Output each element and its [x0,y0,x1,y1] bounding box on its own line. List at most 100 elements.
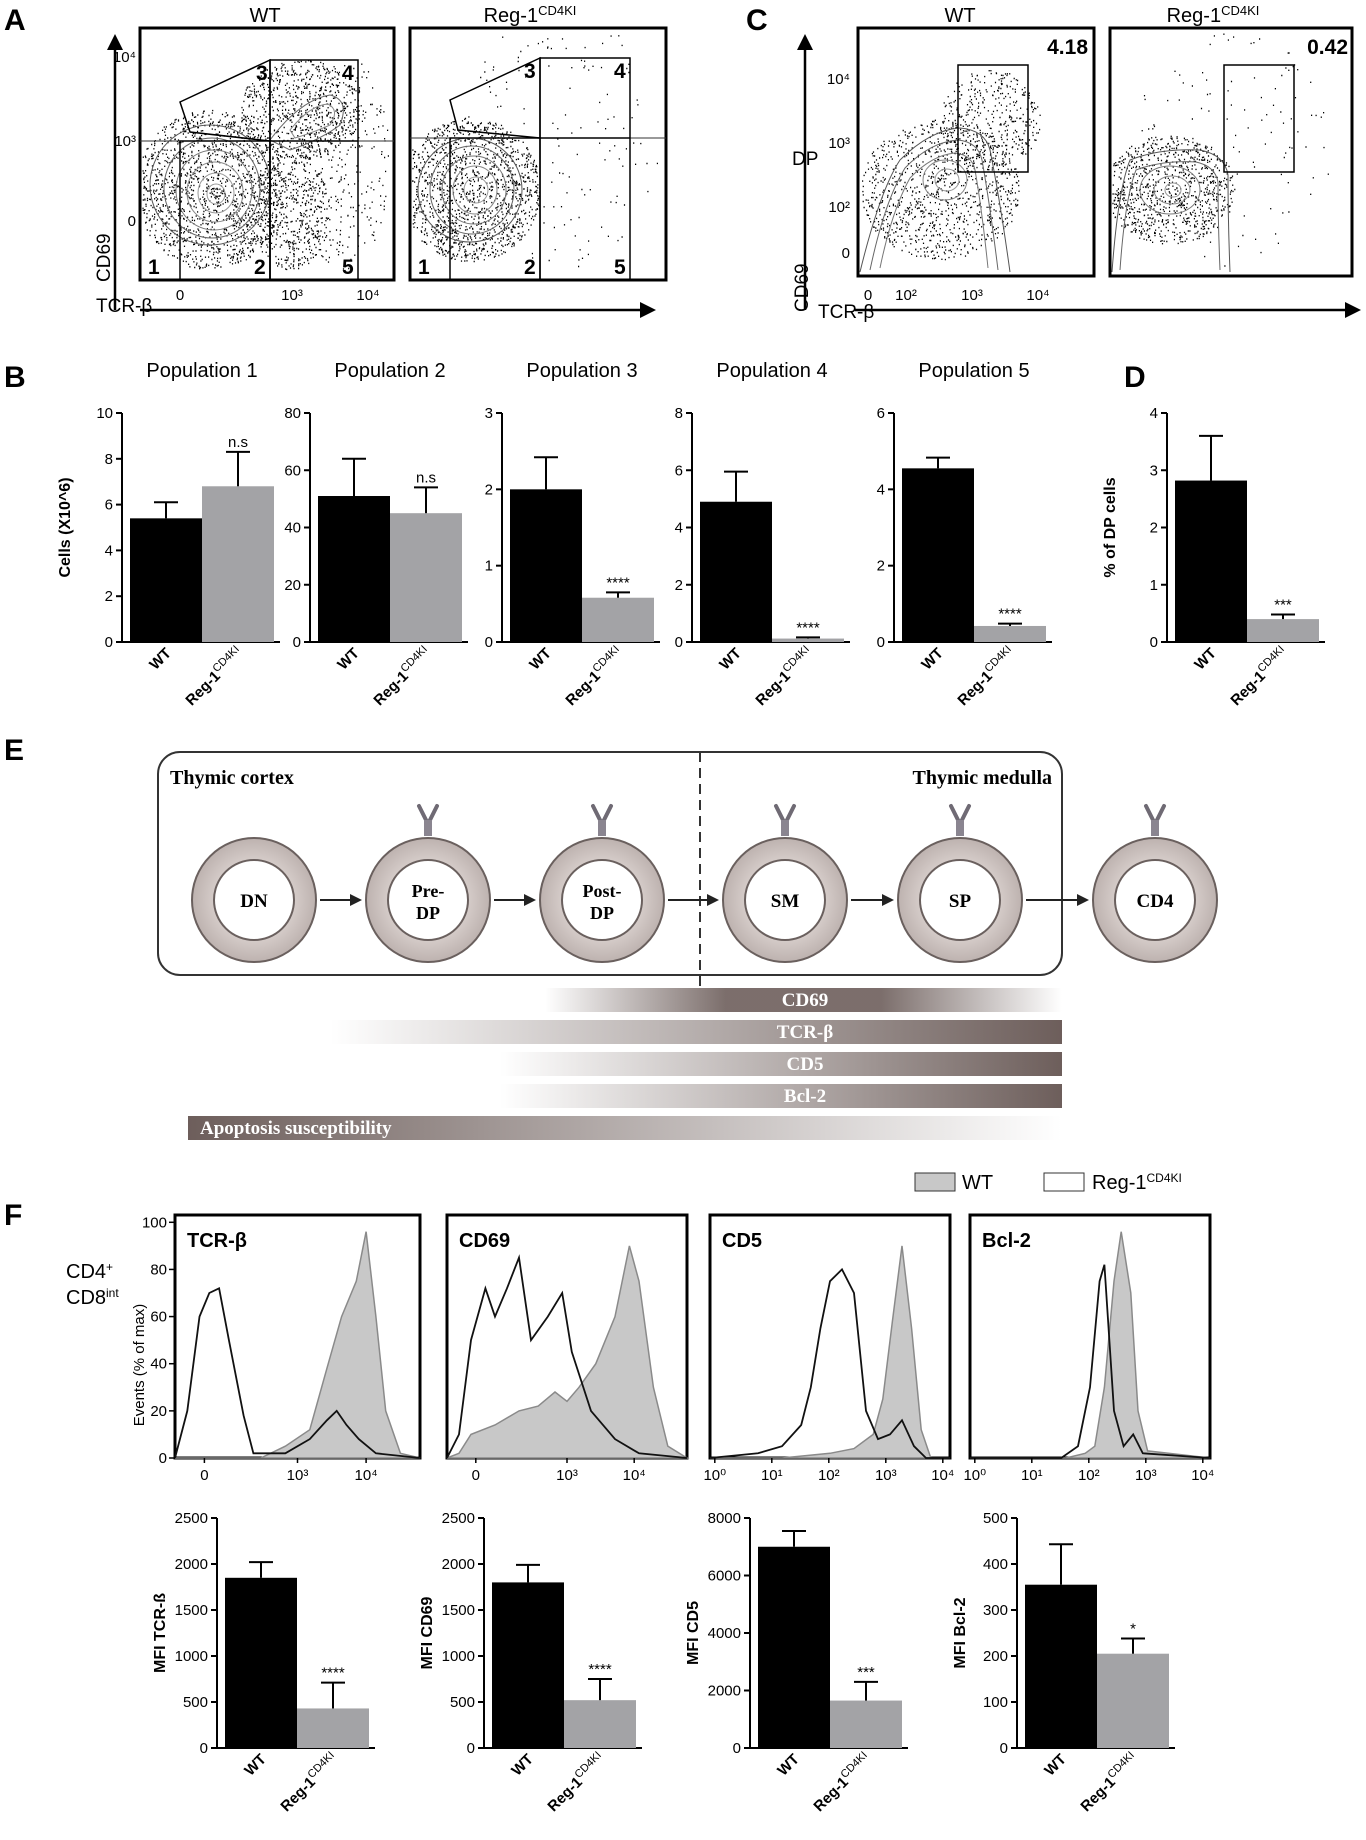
y-tick-label: 4000 [708,1625,741,1642]
histogram-xtick: 0 [200,1467,208,1484]
flow-c-xtick: 10³ [961,287,983,304]
category-label-wt: WT [526,645,555,674]
y-tick-label: 1 [485,558,493,575]
flow-c-gate-label: DP [792,149,818,170]
histogram-ytick: 40 [150,1356,167,1373]
category-label-ko: Reg-1CD4KI [751,643,817,709]
bar [564,1700,636,1748]
tcr-receptor-icon [774,804,796,838]
y-tick-label: 6 [877,405,885,422]
y-tick-label: 2500 [442,1510,475,1527]
significance-label: **** [796,619,820,636]
histogram-title: CD5 [722,1230,762,1252]
cell-label: DP [590,903,614,923]
category-label-wt: WT [146,645,175,674]
flow-c-ylabel: CD69 [792,263,813,312]
histogram-wt-fill [970,1231,1211,1459]
y-tick-label: 0 [1150,634,1158,651]
bar [582,597,654,642]
bar [902,468,974,642]
bar [510,489,582,642]
category-label-ko: Reg-1CD4KI [809,1749,875,1815]
y-tick-label: 2 [485,481,493,498]
bar [202,486,274,642]
flow-a-ko-gate-3 [449,56,541,139]
flow-c-ko-title: Reg-1CD4KI [1167,3,1260,27]
cell-nucleus [744,859,826,941]
y-tick-label: 0 [485,634,493,651]
panel-letter-e: E [4,734,24,767]
histogram-xtick: 10³ [875,1467,897,1484]
y-tick-label: 40 [284,520,301,537]
panel-letter-b: B [4,361,26,394]
flow-a-ko-density [412,35,658,268]
histogram-title: TCR-β [187,1230,247,1252]
y-tick-label: 0 [200,1740,208,1757]
y-tick-label: 0 [105,634,113,651]
bar [225,1577,297,1748]
marker-label: CD69 [782,990,828,1011]
significance-label: **** [998,606,1022,623]
histogram-ko-line [446,1254,688,1459]
y-tick-label: 4 [675,520,683,537]
bar [1175,480,1247,642]
category-label-ko: Reg-1CD4KI [181,643,247,709]
flow-c-wt-percent: 4.18 [1047,36,1088,59]
histogram-xtick: 10¹ [761,1467,783,1484]
y-axis-label: MFI CD69 [419,1596,436,1669]
row-label-cd4: CD4+ [66,1260,113,1283]
flow-a-wt-gate-5: 5 [342,256,354,279]
flow-a-ylabel: CD69 [94,233,115,282]
thymocyte-cell: DN [191,837,362,963]
flow-a-wt-gate-3 [179,58,271,142]
flow-c-ytick: 10⁴ [827,71,850,88]
bar [1025,1584,1097,1748]
flow-c-wt-title: WT [944,5,975,27]
panel-a: WT Reg-1CD4KI 1 2 3 4 5 [94,3,668,318]
histogram-xtick: 10⁴ [1191,1467,1214,1484]
y-tick-label: 8 [105,451,113,468]
histogram-wt-fill [175,1231,421,1459]
cell-nucleus [561,859,643,941]
bar-chart-title: Population 4 [716,360,827,382]
y-tick-label: 2 [1150,520,1158,537]
flow-c-ytick: 0 [842,245,850,262]
flow-a-wt-title: WT [249,5,280,27]
y-tick-label: 4 [877,481,885,498]
tcr-receptor-icon [1144,804,1166,838]
flow-a-ko-gate-4: 4 [614,60,626,83]
y-tick-label: 8 [675,405,683,422]
histogram-xtick: 10³ [1135,1467,1157,1484]
hist-ylabel: Events (% of max) [131,1304,148,1427]
histogram-xtick: 10² [1078,1467,1100,1484]
scatter-events [412,35,658,268]
histogram-ko-line [174,1286,421,1459]
flow-a-ko-gate-2: 2 [524,256,536,279]
y-tick-label: 0 [293,634,301,651]
histogram-xtick: 10⁰ [703,1467,726,1484]
y-tick-label: 4 [105,542,113,559]
y-tick-label: 1500 [175,1602,208,1619]
histogram-ytick: 0 [159,1450,167,1467]
histogram-xtick: 10⁴ [931,1467,954,1484]
category-label-wt: WT [241,1751,270,1780]
y-tick-label: 3 [1150,462,1158,479]
histogram-xtick: 10¹ [1021,1467,1043,1484]
y-tick-label: 300 [983,1602,1008,1619]
category-label-wt: WT [716,645,745,674]
y-tick-label: 0 [467,1740,475,1757]
significance-label: *** [857,1664,875,1681]
significance-label: **** [588,1661,612,1678]
cell-label: SP [949,891,972,912]
y-tick-label: 500 [183,1694,208,1711]
marker-label: Apoptosis susceptibility [200,1118,392,1139]
flow-a-wt-gate-3-label: 3 [256,62,268,85]
category-label-ko: Reg-1CD4KI [276,1749,342,1815]
bar [390,513,462,642]
